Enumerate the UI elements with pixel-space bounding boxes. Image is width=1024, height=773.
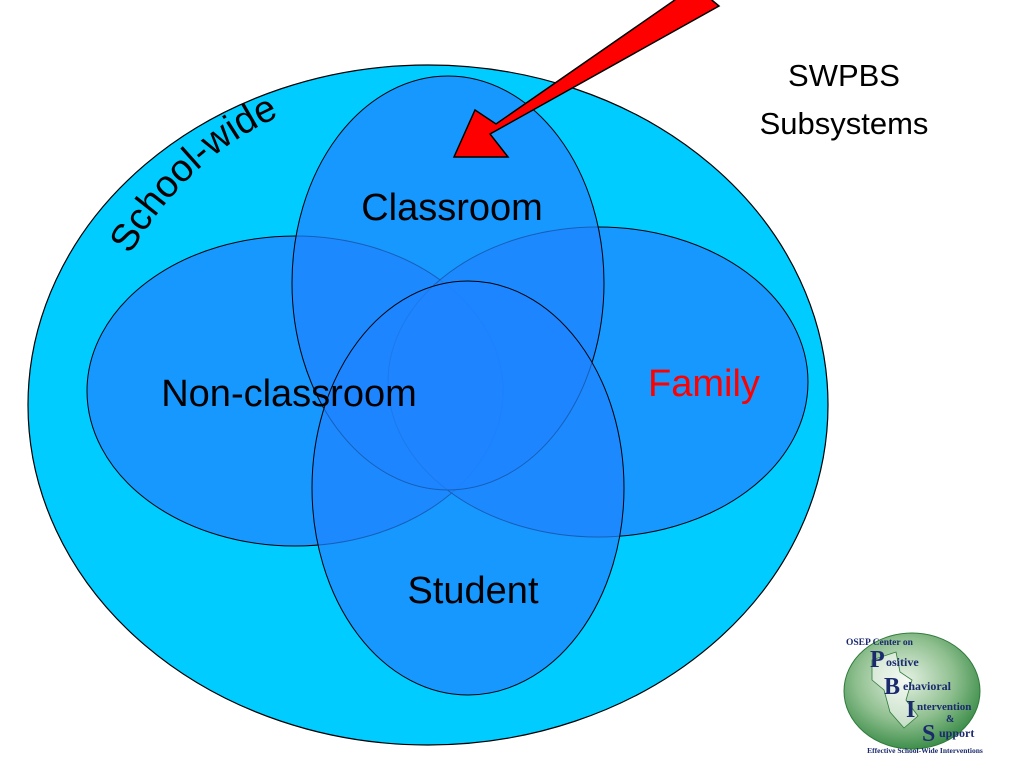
logo-s-letter: S [922,721,935,747]
red-arrow-icon [452,0,721,158]
logo-top-line: OSEP Center on [846,638,914,648]
logo-s-rest: upport [939,726,974,740]
logo-b-rest: ehavioral [903,679,952,693]
non-classroom-label: Non-classroom [161,373,417,415]
student-ellipse [311,280,625,696]
logo-tagline: Effective School-Wide Interventions [867,746,983,755]
logo-p-rest: ositive [886,655,919,669]
logo-b-letter: B [884,674,900,700]
student-label: Student [408,570,539,612]
classroom-label: Classroom [361,187,543,229]
family-label: Family [648,363,760,405]
pbis-logo-icon: OSEP Center on P ositive B ehavioral I n… [843,632,983,755]
logo-p-letter: P [870,647,885,673]
logo-ampersand: & [946,714,954,725]
logo-map-shape [871,651,919,729]
title-line-1: SWPBS [788,58,900,93]
logo-i-letter: I [906,697,915,723]
logo-i-rest: ntervention [917,701,971,713]
title-line-2: Subsystems [760,106,929,141]
